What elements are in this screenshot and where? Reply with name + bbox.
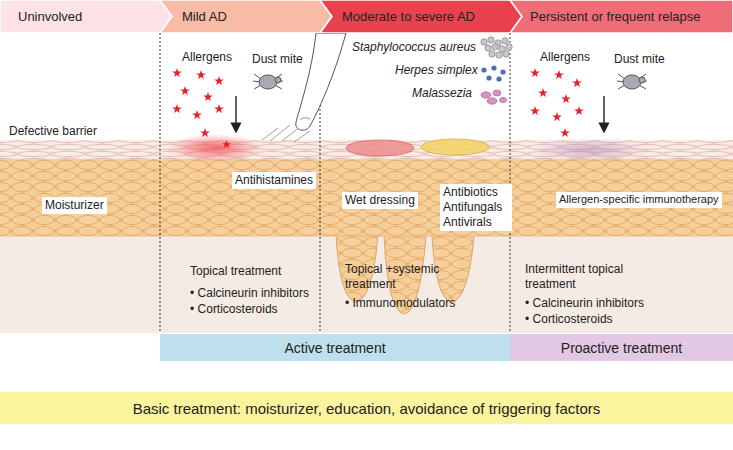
- stage-label: Persistent or frequent relapse: [530, 9, 701, 24]
- stage-chevron: Uninvolved: [0, 0, 172, 33]
- organism-label: Herpes simplex: [395, 63, 478, 78]
- bar-label: Active treatment: [284, 340, 385, 356]
- note-label: Allergens: [182, 50, 232, 65]
- stage-chevron: Moderate to severe AD: [320, 0, 522, 33]
- treatment-bar: Active treatment: [160, 334, 510, 361]
- note-label: • Calcineurin inhibitors: [190, 286, 309, 301]
- treatment-label: Moisturizer: [42, 197, 107, 214]
- treatment-label: Antibiotics Antifungals Antivirals: [440, 184, 512, 231]
- note-label: • Immunomodulators: [345, 296, 455, 311]
- note-label: • Corticosteroids: [190, 302, 278, 317]
- organism-label: Malassezia: [412, 86, 472, 101]
- note-label: Allergens: [540, 50, 590, 65]
- note-label: Topical +systemic treatment: [345, 262, 470, 292]
- stage-chevron: Persistent or frequent relapse: [510, 0, 733, 33]
- bar-label: Proactive treatment: [561, 340, 682, 356]
- treatment-label: Antihistamines: [232, 172, 316, 189]
- note-label: Intermittent topical treatment: [525, 262, 647, 292]
- treatment-label: Wet dressing: [342, 192, 418, 209]
- organism-label: Staphylococcus aureus: [352, 40, 476, 55]
- note-label: Topical treatment: [190, 264, 281, 279]
- note-label: Dust mite: [252, 52, 303, 67]
- note-label: Dust mite: [614, 52, 665, 67]
- stage-label: Moderate to severe AD: [342, 9, 475, 24]
- bar-label: Basic treatment: moisturizer, education,…: [133, 400, 601, 417]
- note-label: • Calcineurin inhibitors: [525, 296, 644, 311]
- note-label: • Corticosteroids: [525, 312, 613, 327]
- stage-label: Mild AD: [182, 9, 227, 24]
- treatment-bar: Basic treatment: moisturizer, education,…: [0, 392, 733, 424]
- stage-chevron: Mild AD: [160, 0, 332, 33]
- treatment-label: Defective barrier: [6, 123, 100, 140]
- treatment-bar: Proactive treatment: [510, 334, 733, 361]
- stage-label: Uninvolved: [18, 9, 82, 24]
- treatment-label: Allergen-specific immunotherapy: [556, 192, 722, 208]
